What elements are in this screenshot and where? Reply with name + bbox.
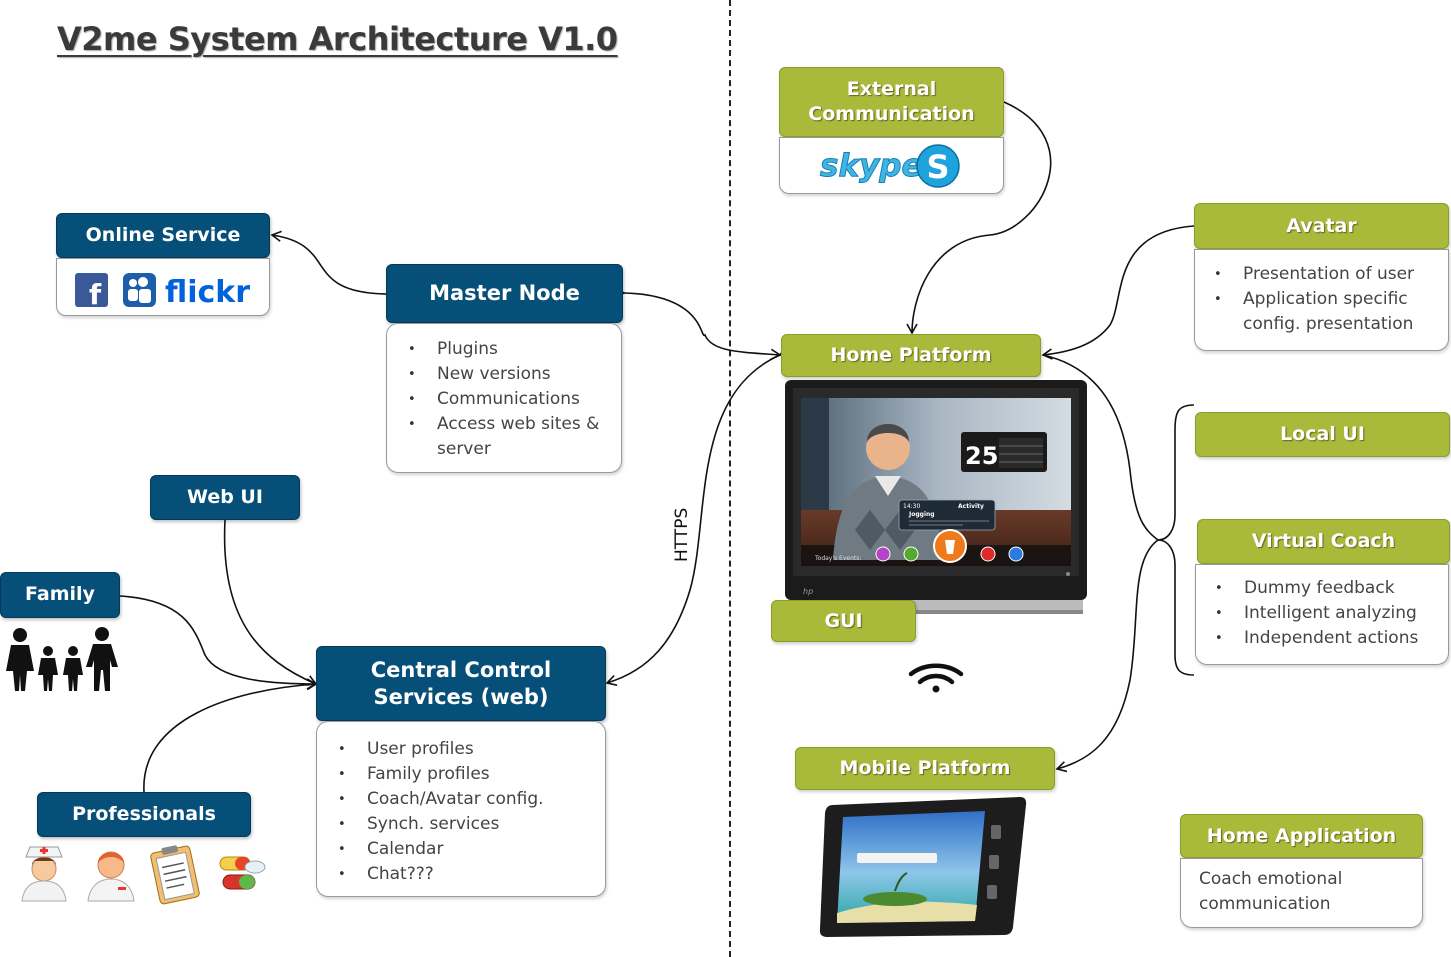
central-control-label-line1: Central Control: [370, 658, 552, 683]
arrow-avatar-to-home: [1041, 225, 1195, 360]
arrow-https: [605, 346, 791, 686]
online-service-label: Online Service: [85, 223, 241, 246]
facebook-icon: f: [75, 273, 108, 311]
svg-text:14:30: 14:30: [903, 503, 920, 510]
web-ui-label: Web UI: [187, 485, 263, 508]
master-node-box: Master Node: [386, 264, 623, 323]
arrow-brace-to-mobile: [1055, 539, 1159, 773]
tablet-icon: [819, 797, 1027, 937]
web-ui-box: Web UI: [150, 475, 300, 520]
list-item: Intelligent analyzing: [1215, 601, 1448, 626]
calendar-widget: 25: [961, 432, 1047, 472]
myspace-icon: [123, 273, 156, 307]
avatar-list: Presentation of user Application specifi…: [1195, 262, 1448, 337]
list-item: Dummy feedback: [1215, 576, 1448, 601]
list-item: Coach/Avatar config.: [338, 787, 605, 812]
local-ui-box: Local UI: [1195, 412, 1450, 457]
arrow-master-home: [614, 287, 782, 361]
arrow-webui-to-ccs: [223, 519, 318, 686]
avatar-details: Presentation of user Application specifi…: [1194, 249, 1449, 351]
gui-box: GUI: [771, 600, 916, 642]
list-item: New versions: [408, 362, 621, 387]
professionals-box: Professionals: [37, 792, 251, 837]
home-application-label: Home Application: [1206, 824, 1397, 847]
https-label: HTTPS: [672, 508, 692, 562]
home-application-box: Home Application: [1180, 814, 1423, 858]
list-item: Plugins: [408, 337, 621, 362]
clipboard-icon: [150, 845, 200, 905]
virtual-coach-label: Virtual Coach: [1251, 530, 1396, 553]
virtual-coach-list: Dummy feedback Intelligent analyzing Ind…: [1196, 576, 1448, 651]
list-item: Access web sites & server: [408, 412, 607, 462]
home-application-text: Coach emotional communication: [1199, 869, 1343, 914]
line-home-to-brace: [1042, 354, 1159, 541]
professionals-icons: [21, 845, 266, 905]
svg-text:S: S: [926, 148, 949, 186]
mobile-platform-box: Mobile Platform: [795, 747, 1055, 790]
home-platform-monitor: 25 Activity 14:30 Jogging Today's Events…: [785, 380, 1087, 614]
external-communication-logos: skype S: [779, 137, 1004, 194]
virtual-coach-box: Virtual Coach: [1197, 519, 1450, 564]
svg-text:f: f: [89, 278, 102, 311]
social-logos: f flickr: [75, 273, 250, 311]
avatar-figure: [833, 424, 943, 560]
master-node-label: Master Node: [429, 281, 580, 306]
arrow-master-to-online: [270, 230, 387, 295]
gui-label: GUI: [824, 609, 863, 632]
skype-wordmark: skype: [820, 148, 923, 184]
central-control-list: User profiles Family profiles Coach/Avat…: [317, 737, 605, 887]
master-node-list: Plugins New versions Communications Acce…: [387, 337, 621, 462]
master-node-details: Plugins New versions Communications Acce…: [386, 323, 622, 473]
list-item: User profiles: [338, 737, 605, 762]
list-item: Presentation of user: [1214, 262, 1448, 287]
family-label: Family: [25, 583, 95, 606]
online-service-box: Online Service: [56, 213, 270, 258]
home-application-details: Coach emotional communication: [1180, 858, 1423, 928]
arrow-external-to-home: [906, 101, 1052, 335]
event-icons: Today's Events:: [814, 529, 1024, 563]
avatar-box: Avatar: [1194, 203, 1449, 249]
home-platform-box: Home Platform: [781, 334, 1041, 377]
skype-logo-icon: skype S: [820, 144, 960, 188]
svg-text:hp: hp: [803, 587, 813, 596]
list-item: Family profiles: [338, 762, 605, 787]
online-service-logos: f flickr: [56, 258, 270, 316]
central-control-details: User profiles Family profiles Coach/Avat…: [316, 721, 606, 897]
external-communication-box: External Communication: [779, 67, 1004, 137]
mobile-platform-label: Mobile Platform: [839, 757, 1011, 780]
svg-text:Today's Events:: Today's Events:: [814, 555, 861, 562]
list-item: Independent actions: [1215, 626, 1448, 651]
wifi-icon: [908, 663, 964, 693]
list-item: Synch. services: [338, 812, 605, 837]
list-item: Communications: [408, 387, 621, 412]
pills-icon: [219, 856, 266, 890]
virtual-coach-details: Dummy feedback Intelligent analyzing Ind…: [1195, 564, 1449, 665]
activity-popup: Activity 14:30 Jogging: [898, 499, 996, 531]
nurse-icon: [21, 846, 67, 902]
avatar-label: Avatar: [1286, 214, 1357, 237]
brace: [1157, 404, 1195, 676]
list-item: Chat???: [338, 862, 605, 887]
arrow-professionals-to-ccs: [143, 678, 318, 793]
professionals-label: Professionals: [72, 802, 216, 825]
list-item: Calendar: [338, 837, 605, 862]
page-title: V2me System Architecture V1.0: [57, 20, 618, 58]
doctor-icon: [87, 851, 135, 902]
arrow-family-to-ccs: [119, 595, 318, 690]
family-icon: [6, 627, 118, 691]
calendar-day-number: 25: [965, 442, 998, 470]
external-communication-label: External Communication: [808, 78, 975, 125]
central-control-label-line2: Services (web): [373, 684, 549, 709]
local-ui-label: Local UI: [1280, 423, 1365, 446]
central-control-box: Central Control Services (web): [316, 646, 606, 721]
family-box: Family: [0, 572, 120, 618]
home-platform-label: Home Platform: [830, 344, 992, 367]
svg-text:Activity: Activity: [958, 503, 984, 510]
svg-text:Jogging: Jogging: [908, 511, 935, 518]
flickr-icon: flickr: [165, 275, 250, 310]
list-item: Application specific config. presentatio…: [1214, 287, 1443, 337]
